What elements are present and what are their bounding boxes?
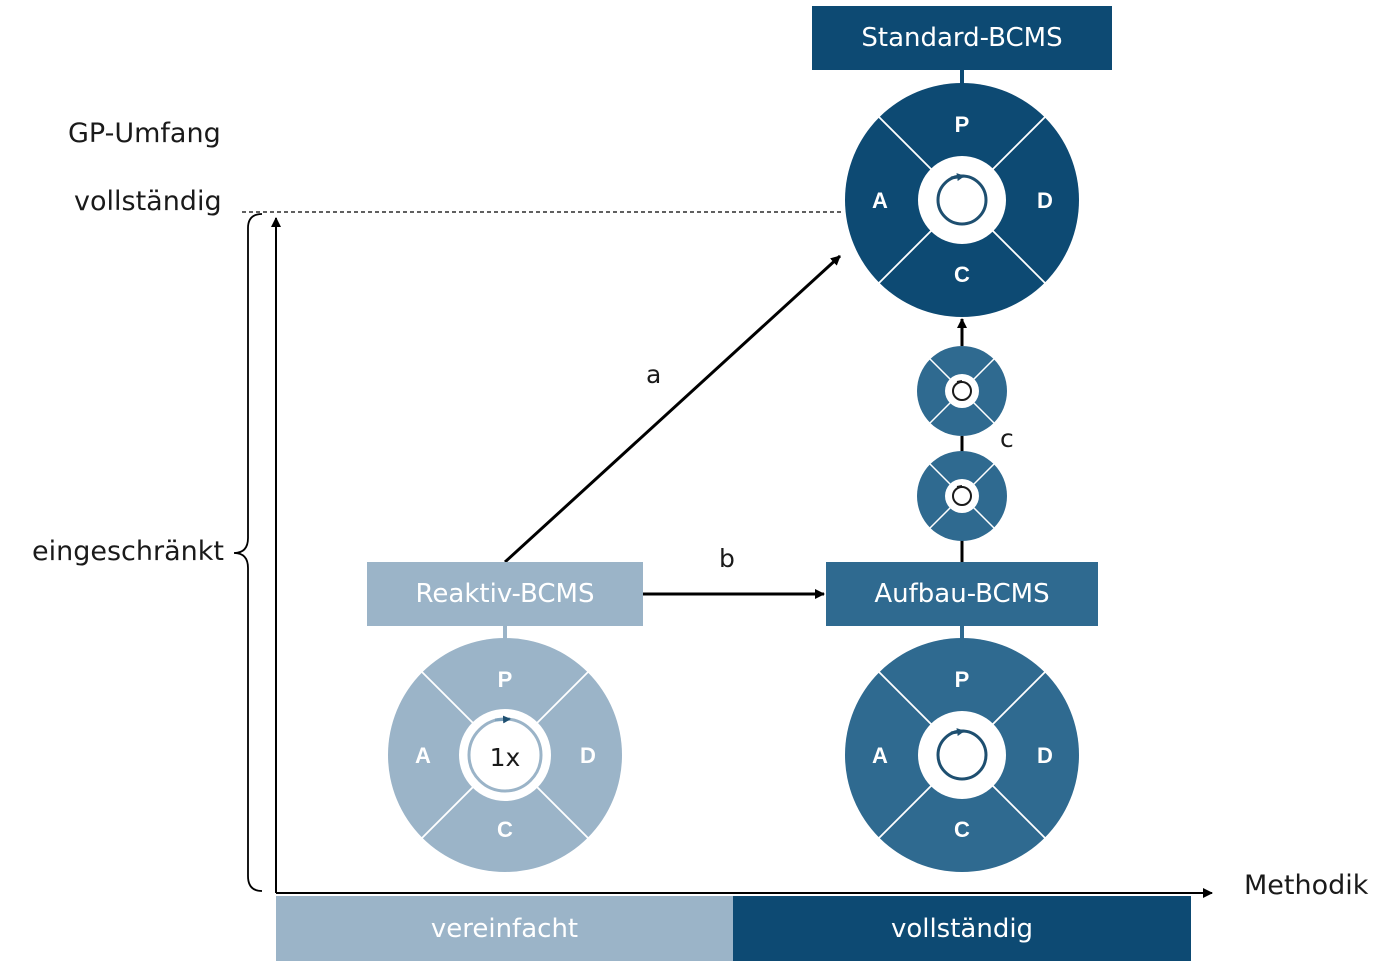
standard-bcms-box: Standard-BCMS bbox=[812, 6, 1112, 70]
y-axis-range-label: eingeschränkt bbox=[32, 536, 224, 567]
standard-letter-c: C bbox=[954, 262, 970, 287]
aufbau-letter-p: P bbox=[955, 667, 970, 692]
arrow-a-label: a bbox=[646, 360, 662, 389]
x-axis-title: Methodik bbox=[1244, 870, 1369, 901]
aufbau-letter-c: C bbox=[954, 817, 970, 842]
reaktiv-bcms-label: Reaktiv-BCMS bbox=[415, 579, 595, 609]
standard-letter-d: D bbox=[1037, 188, 1053, 213]
y-axis-title: GP-Umfang bbox=[68, 118, 221, 149]
aufbau-bcms-label: Aufbau-BCMS bbox=[874, 579, 1050, 609]
intermediate-cycle-lower bbox=[917, 451, 1007, 541]
arrow-b-label: b bbox=[719, 544, 735, 573]
aufbau-pdca-cycle: P D C A bbox=[845, 638, 1079, 872]
reaktiv-pdca-cycle: 1x P D C A bbox=[388, 638, 622, 872]
intermediate-cycle-upper bbox=[917, 346, 1007, 436]
reaktiv-bcms-box: Reaktiv-BCMS bbox=[367, 562, 643, 626]
methodik-segment-vollstaendig-label: vollständig bbox=[890, 913, 1034, 944]
reaktiv-letter-a: A bbox=[415, 743, 431, 768]
standard-letter-p: P bbox=[955, 112, 970, 137]
standard-letter-a: A bbox=[872, 188, 888, 213]
aufbau-letter-a: A bbox=[872, 743, 888, 768]
methodik-segment-vereinfacht: vereinfacht bbox=[276, 896, 733, 961]
arrow-a bbox=[503, 254, 842, 564]
aufbau-bcms-box: Aufbau-BCMS bbox=[826, 562, 1098, 626]
range-bracket bbox=[233, 213, 263, 892]
reaktiv-letter-d: D bbox=[580, 743, 596, 768]
y-axis-top-label: vollständig bbox=[74, 186, 222, 217]
aufbau-letter-d: D bbox=[1037, 743, 1053, 768]
standard-pdca-cycle: P D C A bbox=[845, 83, 1079, 317]
methodik-segment-vereinfacht-label: vereinfacht bbox=[430, 913, 579, 944]
arrow-c-label: c bbox=[1000, 424, 1014, 453]
reaktiv-center-label: 1x bbox=[490, 743, 521, 772]
methodik-segment-vollstaendig: vollständig bbox=[733, 896, 1191, 961]
standard-bcms-label: Standard-BCMS bbox=[861, 23, 1063, 53]
reaktiv-letter-c: C bbox=[497, 817, 513, 842]
reaktiv-letter-p: P bbox=[498, 667, 513, 692]
